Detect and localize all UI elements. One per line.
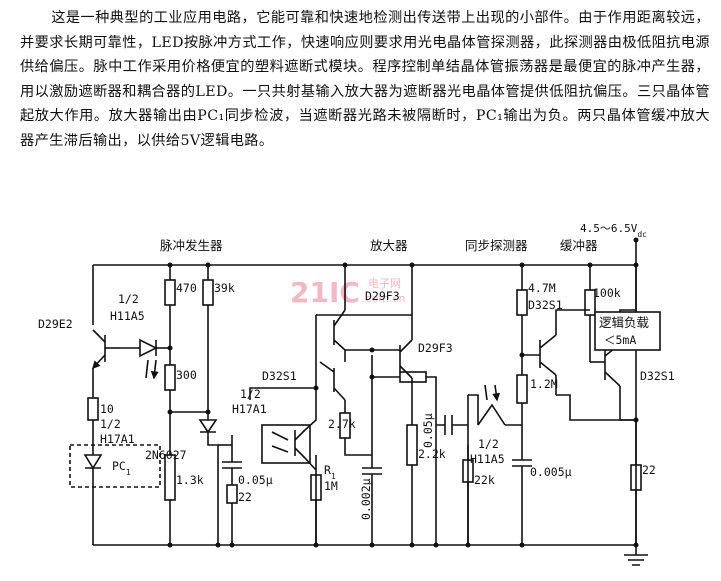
label-r1-main: R — [324, 463, 331, 477]
label-r1-2m: 1.2M — [530, 377, 558, 391]
watermark: 21IC 电子网 .com.cn — [290, 276, 406, 309]
watermark-main: 21IC — [290, 276, 360, 309]
label-r2-7k: 2.7k — [328, 417, 356, 431]
section-pulse-generator: 脉冲发生器 — [160, 238, 223, 253]
junctions — [167, 237, 639, 548]
label-h17a1-b-2: H17A1 — [232, 402, 267, 416]
description-paragraph: 这是一种典型的工业应用电路，它能可靠和快速地检测出传送带上出现的小部件。由于作用… — [20, 6, 710, 153]
label-r10: 10 — [100, 402, 114, 416]
label-r22-a: 22 — [238, 490, 252, 504]
label-d32s1-b: D32S1 — [528, 298, 563, 312]
supply-voltage-value: 4.5～6.5V — [580, 222, 638, 235]
label-r300: 300 — [176, 368, 197, 382]
watermark-sub1: 电子网 — [368, 277, 401, 290]
label-r2-2k: 2.2k — [418, 447, 446, 461]
label-load-2: ＜5mA — [604, 333, 636, 347]
section-amplifier: 放大器 — [370, 238, 408, 253]
description-text: 这是一种典型的工业应用电路，它能可靠和快速地检测出传送带上出现的小部件。由于作用… — [20, 10, 710, 149]
label-r22-b: 22 — [642, 463, 656, 477]
supply-voltage-sub: dc — [637, 230, 647, 239]
label-d32s1-a: D32S1 — [262, 369, 297, 383]
label-r39k: 39k — [214, 281, 235, 295]
label-2n6027: 2N6027 — [145, 448, 187, 462]
label-h11a5-a-1: 1/2 — [118, 292, 139, 306]
label-r1: R1 — [324, 463, 336, 481]
label-c0-05u: 0.05μ — [238, 473, 273, 487]
label-h17a1-a-2: H17A1 — [100, 432, 135, 446]
section-buffer: 缓冲器 — [560, 238, 598, 253]
label-h17a1-b-1: 1/2 — [240, 387, 261, 401]
label-c0-002u: 0.002μ — [359, 478, 373, 520]
label-h11a5-b-2: H11A5 — [470, 452, 505, 466]
label-d29e2: D29E2 — [38, 317, 73, 331]
label-c0-005u: 0.005μ — [530, 465, 572, 479]
supply-voltage: 4.5～6.5Vdc — [580, 222, 647, 239]
label-d29f3-top: D29F3 — [365, 289, 400, 303]
label-r1m: 1M — [324, 479, 338, 493]
label-c0-05u-b: 0.05μ — [421, 413, 435, 448]
label-h11a5-b-1: 1/2 — [478, 437, 499, 451]
label-r1-sub: 1 — [331, 472, 336, 481]
label-r4-7m: 4.7M — [528, 281, 556, 295]
label-h11a5-a-2: H11A5 — [110, 309, 145, 323]
label-r1-3k: 1.3k — [176, 473, 204, 487]
label-r100k: 100k — [593, 286, 621, 300]
section-sync-detector: 同步探测器 — [465, 238, 528, 253]
wiring — [69, 240, 661, 566]
label-load-1: 逻辑负载 — [599, 315, 650, 330]
label-r22k: 22k — [474, 473, 495, 487]
label-h17a1-a-1: 1/2 — [100, 417, 121, 431]
label-pc1-main: PC — [112, 459, 126, 473]
label-pc1: PC1 — [112, 459, 131, 477]
label-r470: 470 — [176, 281, 197, 295]
label-d29f3-mid: D29F3 — [418, 341, 453, 355]
label-d32s1-c: D32S1 — [640, 369, 675, 383]
label-pc1-sub: 1 — [126, 468, 131, 477]
watermark-sub2: .com.cn — [362, 292, 406, 305]
